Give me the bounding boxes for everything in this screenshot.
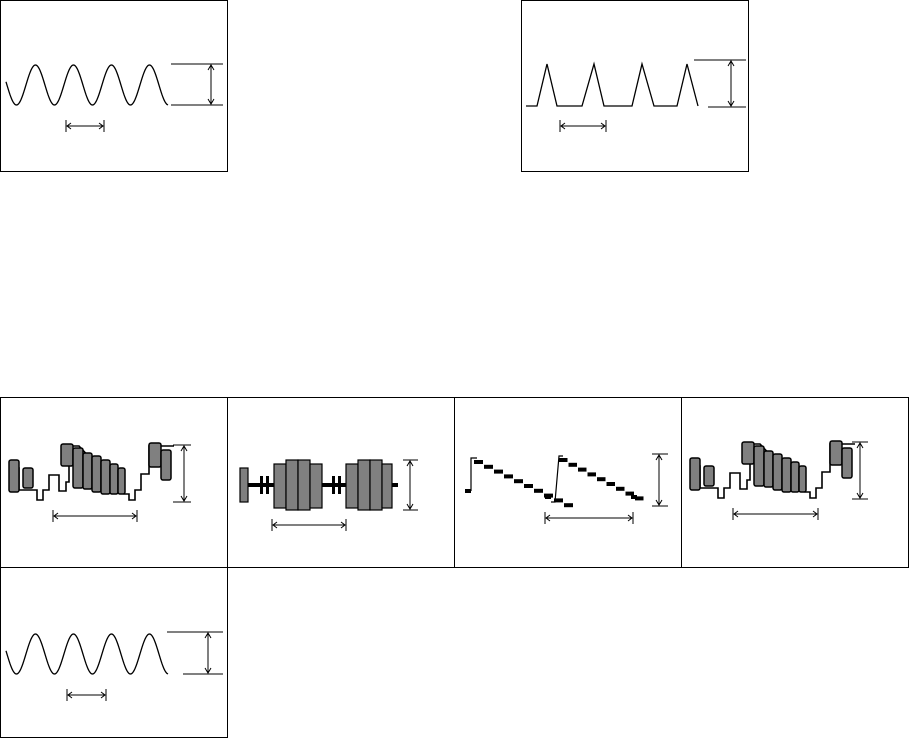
composite-video-panel-1 [0,397,228,568]
chroma-block [773,454,782,490]
triangle-wave-panel-top [521,0,749,172]
step-mark [578,468,587,472]
chroma-block [690,458,700,490]
staircase-diagram [455,398,681,567]
burst-signal-panel [227,397,455,568]
step-mark [626,492,635,496]
sync-pulse [240,468,248,502]
amplitude-arrow [171,64,223,105]
sine-waveform [6,634,168,674]
step-mark [474,460,483,464]
amplitude-arrow [167,632,223,674]
period-arrow [560,120,606,132]
step-mark [607,482,616,486]
staircase-waveform [465,456,644,507]
step-mark [616,487,625,491]
composite-video-diagram-1 [1,398,227,567]
burst-block [298,460,310,510]
staircase-panel [454,397,682,568]
burst-block [274,464,286,508]
step-mark [514,479,523,483]
sine-waveform [6,65,168,105]
burst-block [286,460,298,510]
chroma-block [161,450,171,480]
triangle-waveform [526,64,698,106]
chroma-block [101,460,110,494]
burst-tick [266,476,269,494]
burst-block [358,460,370,510]
step-mark [569,463,578,467]
chroma-block [23,468,33,488]
composite-video-diagram-2 [682,398,908,567]
burst-block [382,464,392,508]
chroma-block [704,466,714,486]
step-mark [554,498,563,502]
burst-signal-diagram [228,398,454,567]
burst-tick [338,476,341,494]
chroma-block [842,448,852,478]
chroma-block [830,441,842,465]
amplitude-arrow [852,442,868,499]
chroma-block [764,451,773,487]
burst-block [310,464,322,508]
step-mark [588,472,597,476]
chroma-block [110,464,118,494]
sine-wave-panel-bottom [0,567,228,738]
step-mark [635,496,644,500]
sine-wave-panel-top [0,0,228,172]
chroma-block [782,458,791,492]
chroma-block [83,453,92,489]
burst-block [370,460,382,510]
step-mark [564,503,573,507]
chroma-block [73,448,83,488]
triangle-wave-diagram [522,1,748,171]
step-mark [534,489,543,493]
sine-wave-diagram-bottom [1,568,227,737]
burst-block [346,464,358,508]
step-mark [597,477,606,481]
step-mark [504,474,513,478]
period-arrow [66,120,104,132]
burst-waveform [240,460,398,510]
amplitude-arrow [694,60,746,107]
chroma-block [149,443,161,467]
amplitude-arrow [403,460,418,510]
composite-waveform [690,441,855,498]
period-arrow [53,510,137,522]
chroma-block [92,456,101,492]
period-arrow [733,508,818,520]
period-arrow [67,689,106,701]
chroma-block [9,460,19,492]
burst-tick [260,476,263,494]
chroma-block [754,446,764,486]
composite-waveform [9,443,174,500]
step-mark [465,489,471,493]
step-mark [544,494,553,498]
chroma-block [61,444,73,466]
burst-tick [332,476,335,494]
period-arrow [545,512,633,524]
composite-video-panel-2 [681,397,909,568]
amplitude-arrow [173,445,191,502]
step-mark [559,458,568,462]
chroma-block [742,442,754,464]
sine-wave-diagram [1,1,227,171]
chroma-block [118,468,125,494]
chroma-block [799,466,806,492]
period-arrow [272,519,346,531]
amplitude-arrow [652,454,668,506]
step-mark [494,470,503,474]
step-mark [484,465,493,469]
step-mark [524,484,533,488]
chroma-block [791,462,799,492]
